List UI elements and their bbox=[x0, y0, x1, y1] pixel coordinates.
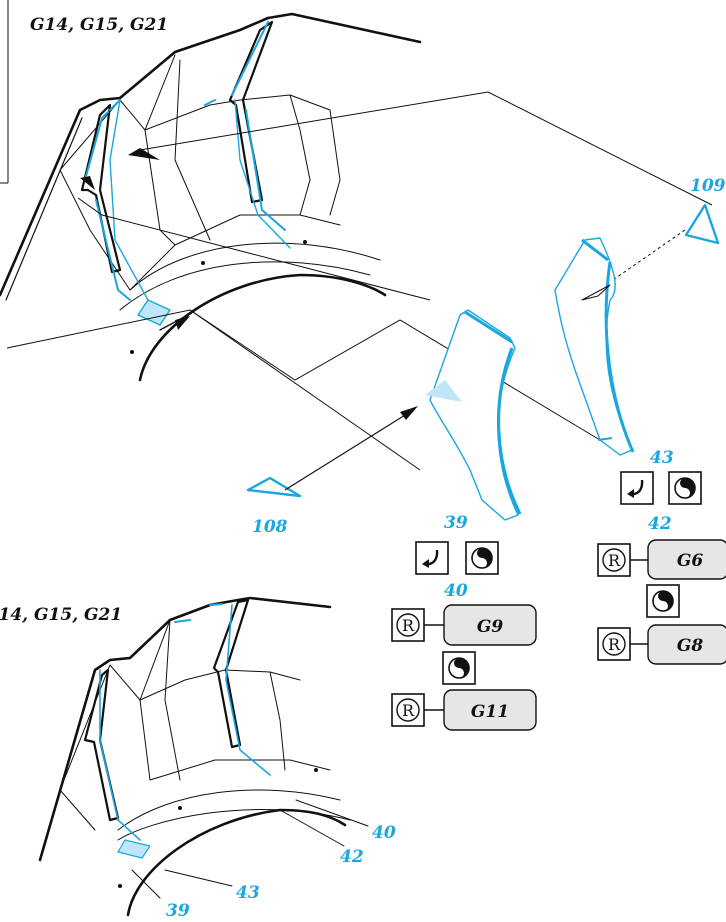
glue-ref-tag bbox=[647, 539, 726, 580]
part-label-108: 108 bbox=[252, 517, 288, 537]
registered-icon bbox=[597, 627, 631, 661]
glue-ref-g9: G9 bbox=[477, 617, 504, 637]
part-39[interactable] bbox=[425, 309, 522, 521]
bottom-model-drawing bbox=[38, 596, 369, 917]
top-step-caption: G14, G15, G21 bbox=[30, 15, 168, 35]
part-label-40: 40 bbox=[444, 581, 468, 601]
glue-ref-g11: G11 bbox=[471, 702, 509, 722]
callout-43: 43 bbox=[236, 883, 260, 903]
part-label-39: 39 bbox=[444, 513, 468, 533]
part-109[interactable] bbox=[609, 203, 720, 283]
glue-icon bbox=[646, 584, 680, 618]
part-43[interactable] bbox=[554, 237, 635, 456]
glue-ref-tag bbox=[443, 604, 537, 646]
glue-ref-g8: G8 bbox=[677, 636, 704, 656]
part-label-43: 43 bbox=[650, 448, 674, 468]
registered-icon bbox=[391, 608, 425, 642]
fold-icon bbox=[414, 540, 450, 576]
glue-ref-g6: G6 bbox=[677, 551, 704, 571]
glue-icon bbox=[442, 651, 476, 685]
callout-40: 40 bbox=[372, 823, 396, 843]
registered-icon bbox=[391, 693, 425, 727]
registered-icon bbox=[597, 543, 631, 577]
glue-icon bbox=[465, 541, 499, 575]
bottom-step-caption: G14, G15, G21 bbox=[0, 605, 122, 625]
part-label-42: 42 bbox=[648, 514, 672, 534]
glue-icon bbox=[668, 471, 702, 505]
glue-ref-tag bbox=[647, 624, 726, 665]
part-108[interactable] bbox=[246, 406, 418, 498]
part-label-109: 109 bbox=[690, 176, 726, 196]
callout-42: 42 bbox=[340, 847, 364, 867]
top-model-drawing bbox=[0, 12, 422, 382]
glue-ref-tag bbox=[443, 689, 537, 731]
fold-icon bbox=[619, 470, 655, 506]
callout-39: 39 bbox=[166, 901, 190, 921]
